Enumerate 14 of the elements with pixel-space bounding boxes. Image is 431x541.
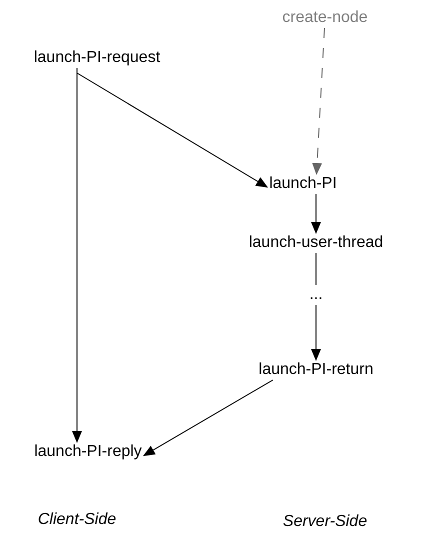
- node-label: launch-PI-return: [256, 360, 376, 380]
- arrow: [311, 194, 321, 234]
- side-label: Server-Side: [282, 513, 368, 531]
- arrow: [72, 68, 82, 443]
- ellipsis-text: ...: [307, 285, 325, 305]
- node-label: launch-user-thread: [246, 233, 386, 253]
- arrow: [312, 28, 325, 175]
- side-label: Client-Side: [38, 511, 116, 529]
- node-label: launch-PI-request: [32, 48, 162, 68]
- node-label: create-node: [280, 8, 370, 28]
- arrow: [142, 380, 274, 456]
- arrow: [311, 304, 321, 361]
- node-label: launch-PI: [267, 174, 339, 194]
- node-label: launch-PI-reply: [32, 442, 144, 462]
